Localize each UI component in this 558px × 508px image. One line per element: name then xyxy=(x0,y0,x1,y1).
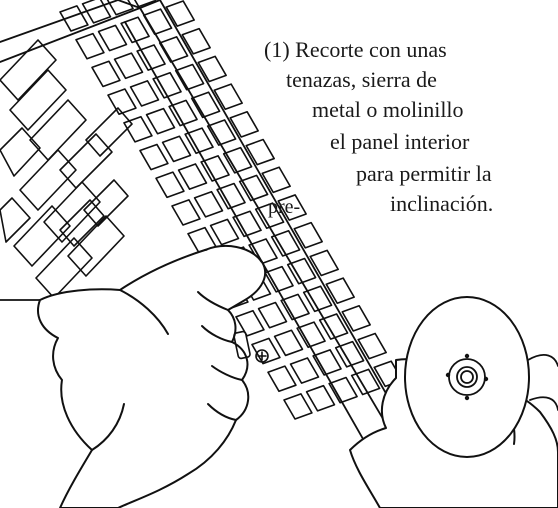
panel-slot xyxy=(201,156,229,181)
panel-slot xyxy=(291,358,319,383)
panel-slot xyxy=(224,148,252,173)
panel-slot xyxy=(92,61,120,86)
panel-slot xyxy=(259,303,287,328)
panel-slot xyxy=(272,231,300,256)
panel-slot xyxy=(179,164,207,189)
panel-slot xyxy=(166,1,194,26)
left-hand xyxy=(38,246,265,508)
panel-slot xyxy=(76,34,104,59)
caption-line-5: para permitir la xyxy=(356,161,492,186)
panel-slot xyxy=(352,369,380,394)
panel-slot xyxy=(156,172,184,197)
panel-slot xyxy=(275,330,303,355)
panel-slot xyxy=(131,81,159,106)
panel-slot xyxy=(172,200,200,225)
panel-slot xyxy=(236,311,264,336)
panel-slot xyxy=(147,109,175,134)
panel-slot xyxy=(329,378,357,403)
panel-slot xyxy=(160,37,188,62)
panel-slots xyxy=(60,0,402,419)
panel-slot xyxy=(176,65,204,90)
panel-slot xyxy=(185,128,213,153)
panel-slot xyxy=(320,314,348,339)
panel-slot xyxy=(115,53,143,78)
panel-slot xyxy=(153,73,181,98)
panel-slot xyxy=(169,100,197,125)
panel-slot xyxy=(297,322,325,347)
panel-slot xyxy=(214,84,242,109)
panel-slot xyxy=(144,9,172,34)
panel-slot xyxy=(310,250,338,275)
panel-slot xyxy=(137,45,165,70)
caption-line-2: tenazas, sierra de xyxy=(286,67,437,92)
grinder-disc-icon xyxy=(405,297,558,457)
panel-slot xyxy=(278,195,306,220)
panel-slot xyxy=(83,0,111,23)
panel-slot xyxy=(60,6,88,31)
panel-slot xyxy=(246,140,274,165)
caption-line-1: (1) Recorte con unas xyxy=(264,37,447,62)
panel-slot xyxy=(140,144,168,169)
panel-slot xyxy=(294,223,322,248)
panel-slot xyxy=(304,286,332,311)
panel-slot xyxy=(124,117,152,142)
panel-slot xyxy=(230,112,258,137)
panel-slot xyxy=(256,203,284,228)
caption-line-4: el panel interior xyxy=(330,129,470,154)
panel-slot xyxy=(265,267,293,292)
panel-slot xyxy=(99,25,127,50)
panel-slot xyxy=(281,294,309,319)
panel-slot xyxy=(233,211,261,236)
screw-head-icon xyxy=(258,352,266,360)
panel-slot xyxy=(108,89,136,114)
panel-slot xyxy=(208,120,236,145)
caption-line-3: metal o molinillo xyxy=(312,97,464,122)
panel-slot xyxy=(358,333,386,358)
panel-slot xyxy=(163,136,191,161)
panel-slot xyxy=(128,0,156,7)
panel-slot xyxy=(195,192,223,217)
panel-lattice xyxy=(0,40,132,298)
panel-slot xyxy=(182,29,210,54)
panel-slot xyxy=(284,394,312,419)
panel-slot xyxy=(288,259,316,284)
panel-slot xyxy=(192,92,220,117)
panel-slot xyxy=(268,366,296,391)
panel-slot xyxy=(336,342,364,367)
caption-line-6: inclinación. xyxy=(390,191,494,216)
hyphen-fragment: pre- xyxy=(268,196,301,218)
panel-slot xyxy=(307,386,335,411)
panel-slot xyxy=(121,17,149,42)
panel-slot xyxy=(217,184,245,209)
panel-slot xyxy=(262,167,290,192)
panel-slot xyxy=(198,56,226,81)
panel-slot xyxy=(240,175,268,200)
panel-fittings xyxy=(233,331,268,362)
panel-slot xyxy=(252,338,280,363)
panel-slot xyxy=(342,306,370,331)
panel-slot xyxy=(211,219,239,244)
panel-slot xyxy=(326,278,354,303)
panel-slot xyxy=(313,350,341,375)
panel-slot xyxy=(105,0,133,15)
